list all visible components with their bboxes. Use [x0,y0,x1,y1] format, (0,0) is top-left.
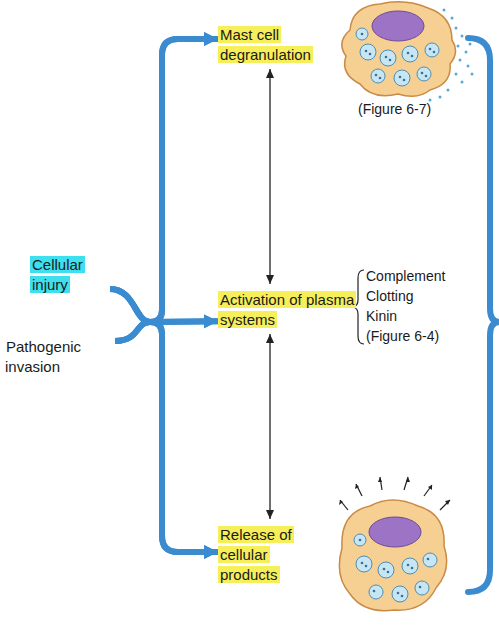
flow-arrow [110,289,218,552]
secreting-cell-illustration [339,477,450,611]
node-text: Cellular injury [30,256,85,293]
node-text: Mast cell degranulation [218,26,313,63]
annotation-text: Complement [366,267,445,285]
annotation-text: Clotting [366,287,413,305]
annotation-text: Kinin [366,307,397,325]
interaction-arrow [269,334,270,519]
annotation-text: (Figure 6-4) [366,327,439,345]
interaction-arrow [269,69,270,284]
flow-arrow [115,322,218,552]
trigger-text: Pathogenic invasion [5,337,115,377]
process-box: Activation of plasma systems [218,290,358,330]
node-text: Release of cellular products [218,526,294,583]
node-text: Activation of plasma systems [218,291,356,328]
trigger-text: Cellular injury [30,255,110,295]
process-box: Mast cell degranulation [218,25,343,65]
figure-reference: (Figure 6-7) [358,100,431,118]
node-text: Pathogenic invasion [5,338,81,375]
right-bracket [468,38,499,592]
process-box: Release of cellular products [218,525,323,585]
flow-arrow [115,39,218,341]
mast-cell-illustration [342,2,474,102]
